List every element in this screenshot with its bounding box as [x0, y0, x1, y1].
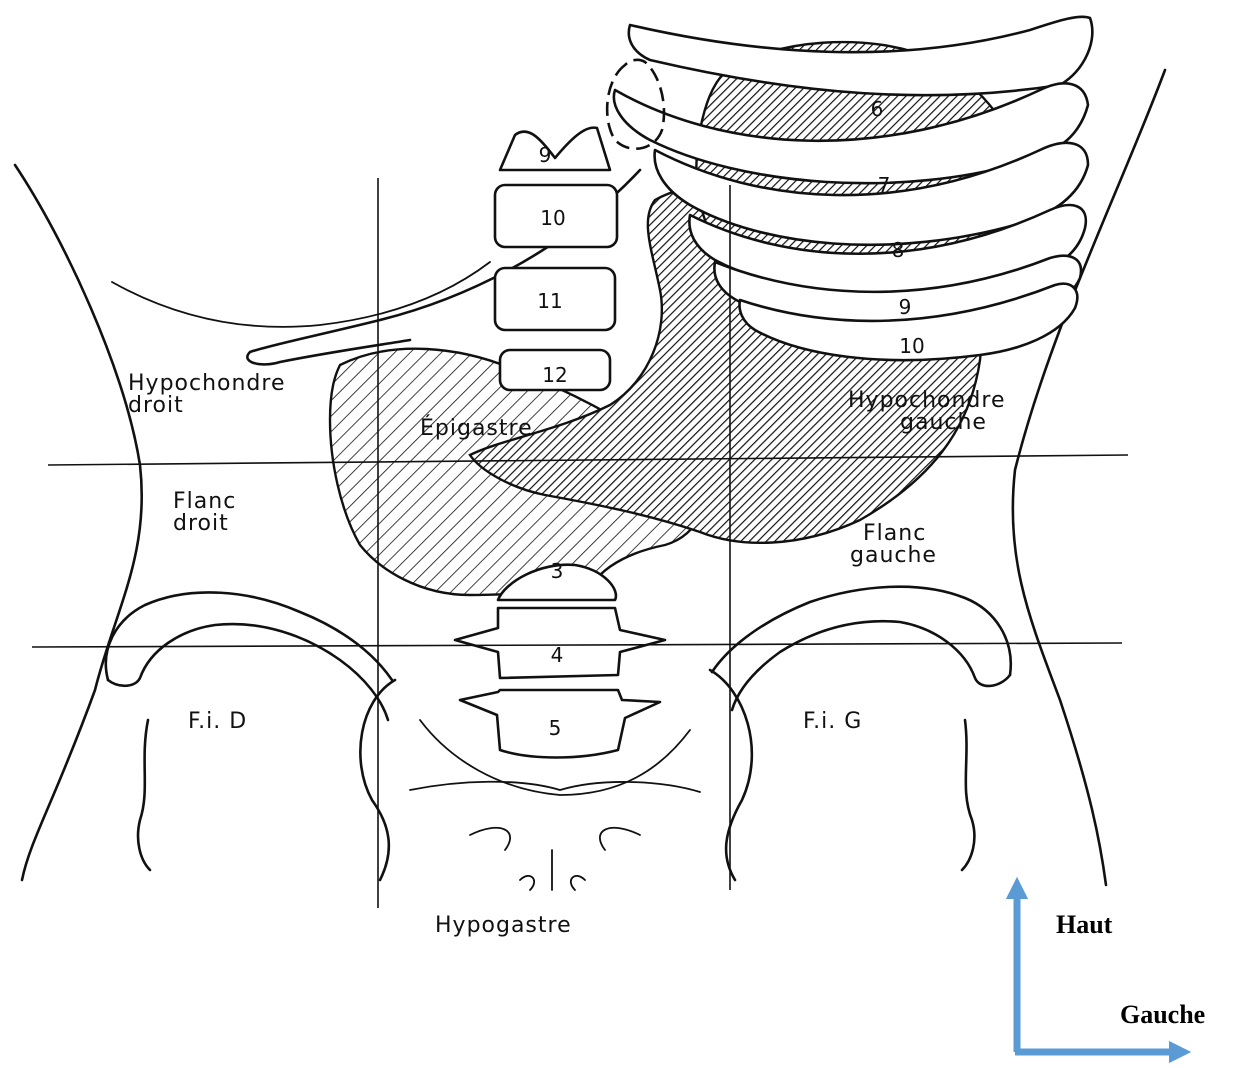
vertebra-label: 3 [551, 559, 564, 583]
rib-label: 7 [878, 173, 891, 197]
label-flanc-droit-line2: droit [173, 511, 229, 536]
vertebra-label: 4 [551, 643, 564, 667]
vertebra-label: 12 [542, 363, 567, 387]
label-fosse-iliaque-droite: F.i. D [188, 709, 247, 734]
label-fosse-iliaque-gauche: F.i. G [803, 709, 862, 734]
rib-label: 6 [871, 97, 884, 121]
label-haut: Haut [1056, 910, 1113, 939]
thoracic-vertebrae [495, 128, 617, 390]
label-hypogastre: Hypogastre [435, 913, 572, 938]
vertebra-label: 10 [540, 206, 565, 230]
label-hypochondre-droit-line2: droit [128, 393, 184, 418]
label-flanc-gauche-line2: gauche [850, 543, 937, 568]
vertebra-label: 9 [539, 143, 552, 167]
rib-label: 10 [899, 334, 924, 358]
vertebra-label: 5 [549, 716, 562, 740]
orientation-indicator: Haut Gauche [1015, 888, 1205, 1052]
vertebra-label: 11 [537, 289, 562, 313]
label-epigastre: Épigastre [420, 415, 533, 441]
rib-label: 9 [899, 295, 912, 319]
rib-label: 8 [892, 238, 905, 262]
label-gauche: Gauche [1120, 1000, 1205, 1029]
label-hypochondre-gauche-line2: gauche [900, 410, 987, 435]
